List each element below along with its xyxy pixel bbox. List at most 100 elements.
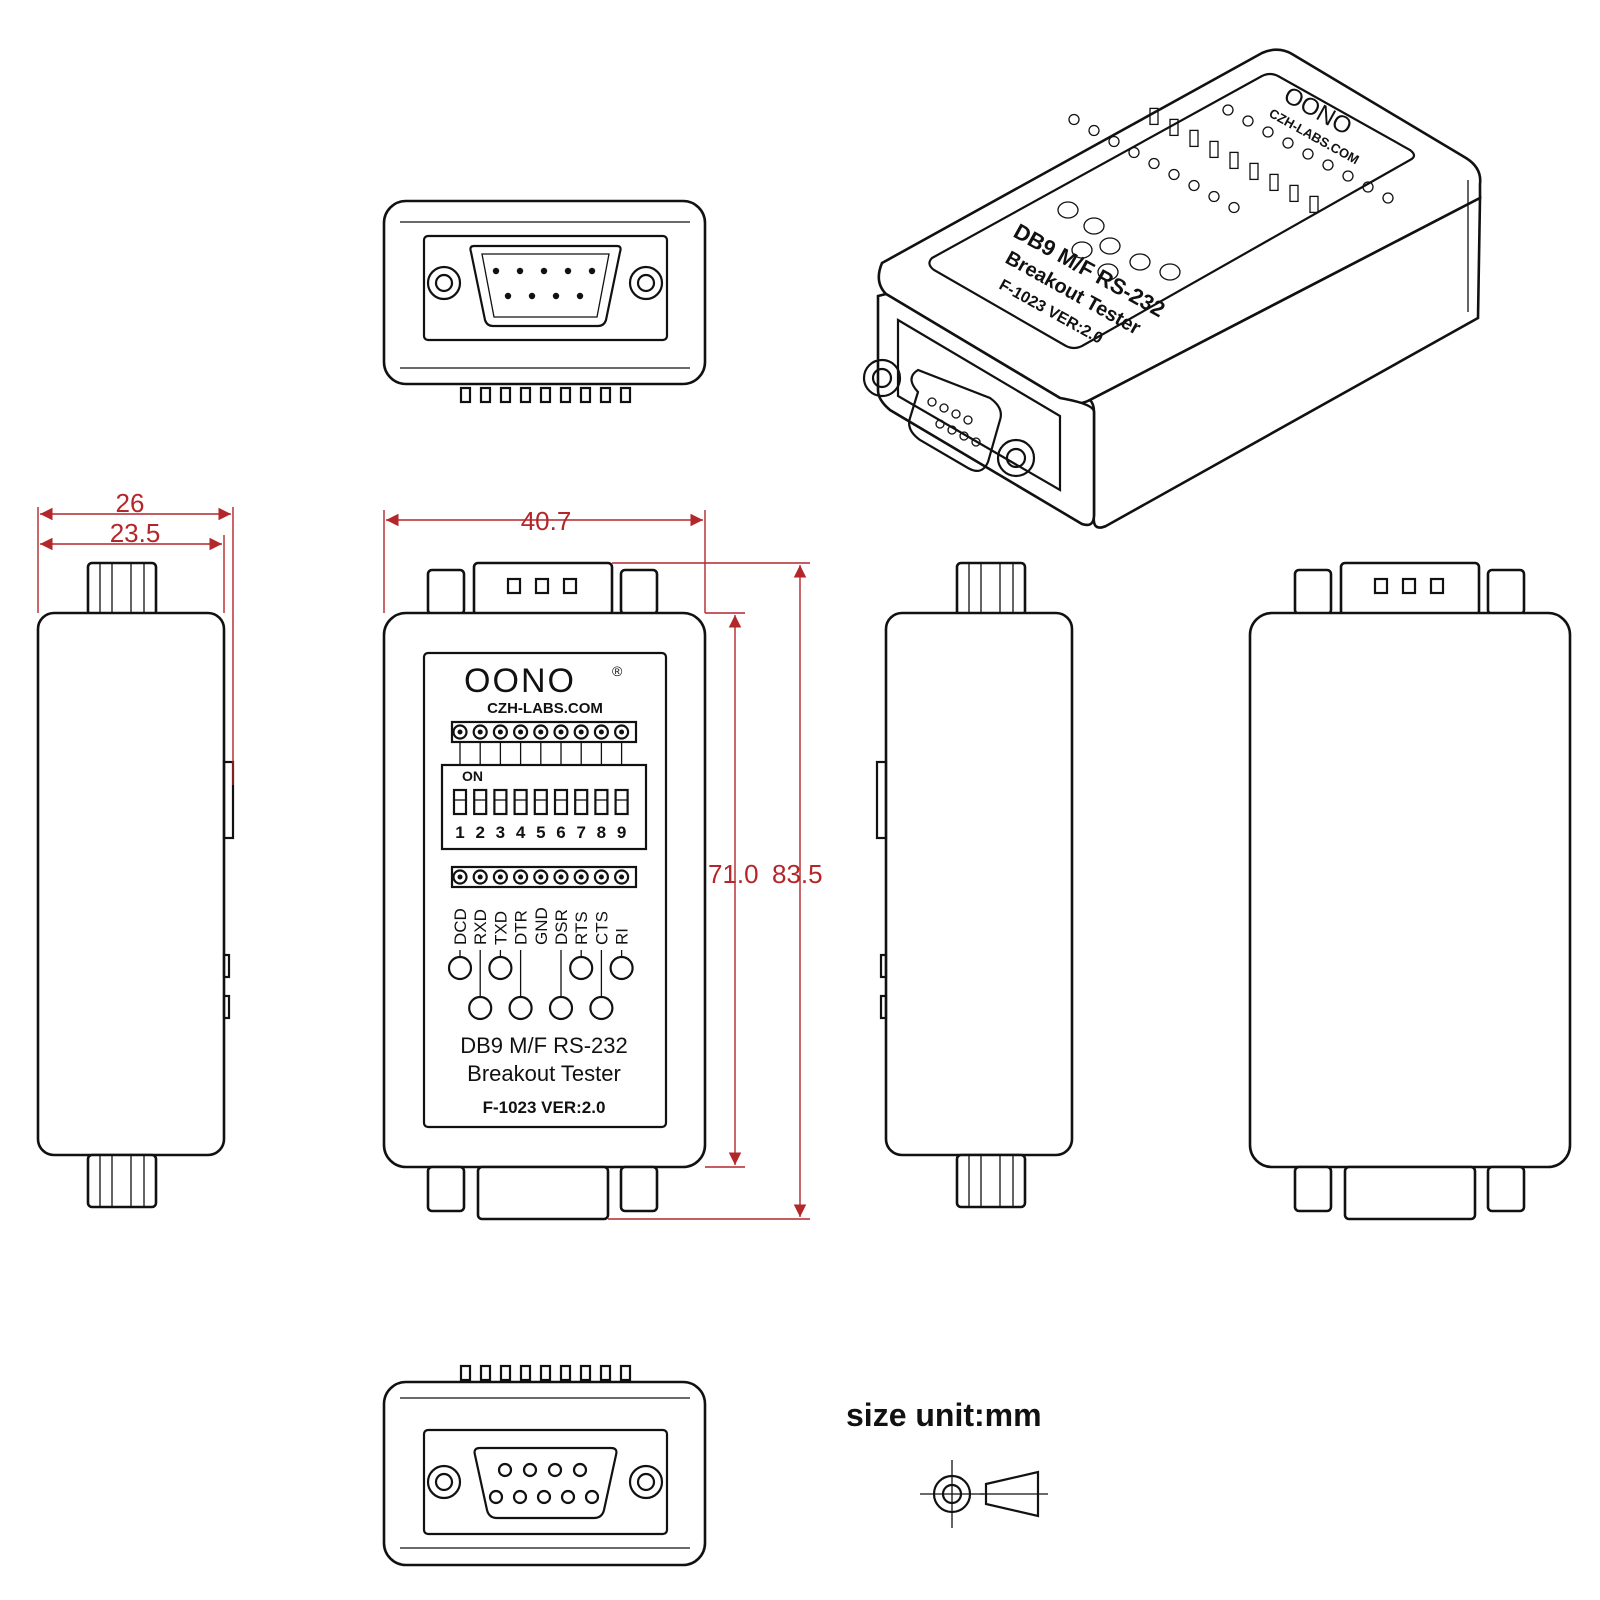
iso-header-hole <box>1108 135 1120 148</box>
iso-dip-switch <box>1269 173 1279 192</box>
iso-db9-socket <box>959 431 969 441</box>
dip-switch-4 <box>513 788 528 816</box>
db9-socket <box>560 1489 576 1505</box>
header-hole <box>573 724 589 740</box>
header-pin <box>599 386 612 404</box>
db9-pin <box>552 292 560 300</box>
header-hole <box>512 869 529 885</box>
header-hole <box>613 869 630 885</box>
header-hole <box>593 869 610 885</box>
header-pin <box>519 1364 532 1382</box>
db9-socket <box>547 1462 563 1478</box>
iso-dip-switch <box>1309 195 1319 214</box>
isometric-view: OONO CZH-LABS.COM DB9 M/F RS-232 Breakou… <box>862 48 1482 529</box>
led-rts <box>569 955 594 981</box>
led-ri <box>609 955 634 981</box>
iso-header-hole <box>1322 159 1334 171</box>
unit-text: size unit:mm <box>846 1397 1042 1433</box>
signal-label-rts: RTS <box>572 911 591 945</box>
iso-db9-socket <box>927 397 937 407</box>
switch-number: 1 <box>455 823 464 842</box>
switch-number: 5 <box>536 823 545 842</box>
front-model: F-1023 VER:2.0 <box>483 1098 606 1117</box>
led-txd <box>488 955 513 981</box>
iso-dip-switch <box>1209 140 1219 159</box>
iso-dip-switch <box>1189 129 1199 148</box>
header-pin <box>479 386 492 404</box>
db9-pin <box>540 267 548 275</box>
signal-label-ri: RI <box>613 928 632 945</box>
iso-header-hole <box>1148 157 1160 170</box>
db9-pin <box>528 292 536 300</box>
left-side-view <box>36 561 235 1209</box>
header-pin <box>499 1364 512 1382</box>
iso-db9-socket <box>947 425 957 435</box>
db9-pin <box>564 267 572 275</box>
db9-socket <box>497 1462 513 1478</box>
dip-switch-9 <box>614 788 629 816</box>
dim-width-body: 23.5 <box>110 518 161 548</box>
signal-label-gnd: GND <box>532 907 551 945</box>
iso-header-hole <box>1302 148 1314 160</box>
iso-dip-switch <box>1289 184 1299 203</box>
iso-header-hole <box>1282 137 1294 149</box>
dim-overall-length: 83.5 <box>772 859 823 889</box>
front-brand: OONO <box>464 662 576 700</box>
iso-led <box>1097 263 1119 281</box>
top-view <box>382 199 707 404</box>
iso-header-hole <box>1088 124 1100 137</box>
dimensions: 26 23.5 40.7 71.0 83.5 <box>37 488 823 1220</box>
iso-header-hole <box>1342 170 1354 182</box>
iso-header-hole <box>1382 192 1394 204</box>
iso-led <box>1057 201 1079 219</box>
iso-header-hole <box>1222 104 1234 116</box>
front-website: CZH-LABS.COM <box>487 700 603 717</box>
header-hole <box>593 724 610 740</box>
dim-front-width: 40.7 <box>521 506 572 536</box>
dip-switch-7 <box>574 788 589 816</box>
header-pin <box>499 386 512 404</box>
led-dsr <box>548 995 574 1021</box>
db9-pin <box>504 292 512 300</box>
signal-label-dtr: DTR <box>512 910 531 945</box>
iso-db9-socket <box>951 409 961 419</box>
header-pin <box>539 386 552 404</box>
iso-header-hole <box>1242 115 1254 127</box>
header-hole <box>472 724 488 740</box>
header-pin <box>539 1364 552 1382</box>
signal-label-dsr: DSR <box>552 909 571 945</box>
iso-led <box>1099 237 1121 255</box>
db9-pin <box>588 267 596 275</box>
db9-pin <box>492 267 500 275</box>
db9-socket <box>572 1462 588 1478</box>
iso-header-hole <box>1168 168 1180 181</box>
iso-led <box>1083 217 1105 235</box>
led-rxd <box>468 995 493 1021</box>
iso-dip-switch <box>1149 107 1159 126</box>
header-hole <box>492 869 508 885</box>
switch-number: 9 <box>617 823 626 842</box>
signal-label-txd: TXD <box>491 911 510 945</box>
header-hole <box>553 869 569 885</box>
unit-note: size unit:mm <box>846 1397 1048 1528</box>
db9-socket <box>522 1462 538 1478</box>
iso-led <box>1159 263 1181 281</box>
projection-symbol-icon <box>920 1460 1048 1528</box>
db9-socket <box>512 1489 528 1505</box>
switch-number: 8 <box>597 823 606 842</box>
header-hole <box>452 869 468 885</box>
dip-switch-8 <box>594 788 609 816</box>
led-dtr <box>508 995 533 1021</box>
iso-db9-socket <box>963 415 973 425</box>
iso-header-hole <box>1262 126 1274 138</box>
header-hole <box>533 724 549 740</box>
iso-db9-socket <box>971 437 981 447</box>
bottom-view <box>382 1364 707 1567</box>
db9-pin <box>576 292 584 300</box>
switch-number: 3 <box>496 823 505 842</box>
header-pin <box>619 1364 632 1382</box>
header-hole <box>492 724 508 740</box>
signal-label-dcd: DCD <box>451 908 470 945</box>
